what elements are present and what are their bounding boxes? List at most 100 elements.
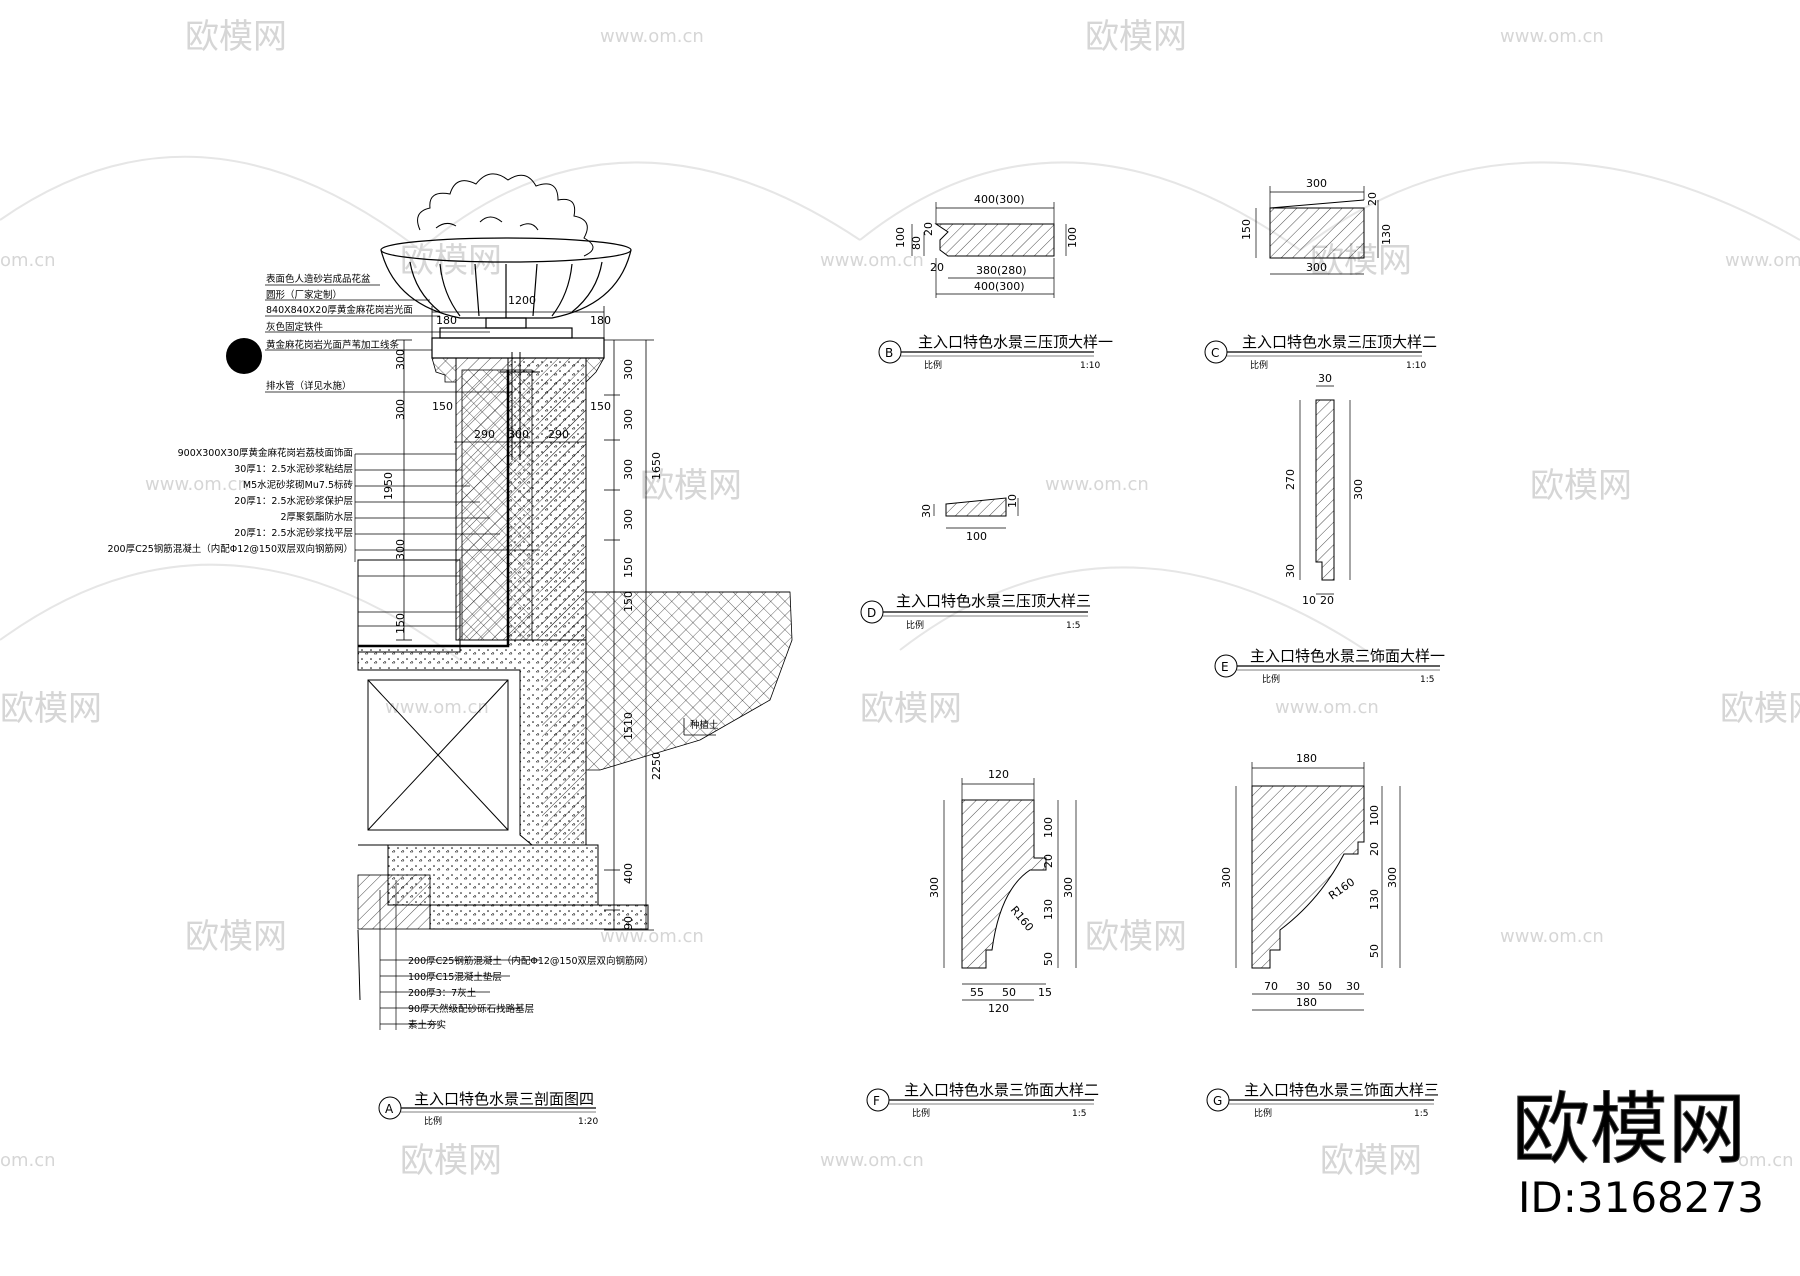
pier-cap	[431, 337, 605, 359]
svg-text:50: 50	[1318, 980, 1332, 993]
footing-base	[429, 904, 649, 930]
svg-text:排水管（详见水施）: 排水管（详见水施）	[266, 380, 352, 392]
svg-text:50: 50	[1042, 952, 1055, 966]
id-label: ID:3168273	[1518, 1173, 1764, 1222]
svg-text:30: 30	[1296, 980, 1310, 993]
detail-d: 100 30 10	[920, 494, 1019, 543]
svg-text:100厚C15混凝土垫层: 100厚C15混凝土垫层	[408, 971, 502, 983]
svg-text:300: 300	[394, 539, 407, 560]
svg-text:270: 270	[1284, 469, 1297, 490]
svg-text:180: 180	[1296, 752, 1317, 765]
leaders-base	[379, 880, 540, 1030]
svg-text:30: 30	[1346, 980, 1360, 993]
svg-text:100: 100	[1368, 805, 1381, 826]
svg-text:20: 20	[922, 222, 935, 236]
leaders-wall	[354, 453, 540, 562]
watermark-brand: 欧模网	[400, 1141, 502, 1181]
dimension-text-a: 1200 180 180 290 300 290 150 150 300 300…	[382, 294, 663, 930]
svg-text:130: 130	[1042, 899, 1055, 920]
svg-text:180: 180	[1296, 996, 1317, 1009]
svg-text:30: 30	[920, 504, 933, 518]
svg-text:300: 300	[622, 509, 635, 530]
watermark-url: om.cn	[1738, 1150, 1794, 1171]
watermark-url: www.om.cn	[820, 250, 924, 271]
svg-text:主入口特色水景三压顶大样三: 主入口特色水景三压顶大样三	[896, 592, 1091, 610]
svg-text:比例: 比例	[906, 619, 924, 631]
watermark-url: www.om.cn	[600, 26, 704, 47]
svg-text:100: 100	[1042, 817, 1055, 838]
svg-text:50: 50	[1002, 986, 1016, 999]
svg-text:20: 20	[1042, 854, 1055, 868]
watermark-url: om.cn	[0, 250, 56, 271]
svg-text:130: 130	[1380, 224, 1393, 245]
soil-hatch	[585, 591, 793, 771]
svg-text:B: B	[885, 346, 893, 360]
svg-text:150: 150	[622, 557, 635, 578]
svg-text:主入口特色水景三剖面图四: 主入口特色水景三剖面图四	[414, 1090, 594, 1108]
planter-bowl	[380, 237, 632, 339]
svg-text:1:5: 1:5	[1066, 621, 1080, 631]
detail-b: 400(300) 380(280) 400(300) 100 80 20 20 …	[894, 193, 1079, 298]
watermark-brand: 欧模网	[0, 689, 102, 729]
svg-text:黄金麻花岗岩光面芦苇加工线条: 黄金麻花岗岩光面芦苇加工线条	[266, 339, 400, 351]
svg-text:表面色人造砂岩成品花盆: 表面色人造砂岩成品花盆	[266, 273, 371, 285]
svg-text:100: 100	[1066, 227, 1079, 248]
watermark-url: www.om.cn	[1500, 926, 1604, 947]
title-f: F 主入口特色水景三饰面大样二 比例 1:5	[866, 1081, 1099, 1119]
base-left	[357, 874, 431, 930]
svg-text:180: 180	[436, 314, 457, 327]
detail-c: 300 300 150 20 130	[1240, 177, 1393, 275]
watermark-brand: 欧模网	[185, 917, 287, 957]
svg-text:380(280): 380(280)	[976, 264, 1027, 277]
svg-text:100: 100	[966, 530, 987, 543]
svg-text:圆形（厂家定制）: 圆形（厂家定制）	[266, 289, 342, 301]
svg-text:300: 300	[1306, 261, 1327, 274]
svg-text:300: 300	[622, 359, 635, 380]
svg-text:M5水泥砂浆砌Mu7.5标砖: M5水泥砂浆砌Mu7.5标砖	[243, 479, 354, 491]
svg-text:素土夯实: 素土夯实	[408, 1019, 446, 1031]
brand-logo-text: 欧模网	[1512, 1085, 1746, 1175]
svg-text:1:10: 1:10	[1406, 361, 1426, 371]
svg-text:灰色固定铁件: 灰色固定铁件	[266, 321, 324, 333]
svg-text:比例: 比例	[1262, 673, 1280, 685]
svg-text:300: 300	[622, 459, 635, 480]
svg-text:300: 300	[1306, 177, 1327, 190]
title-d: D 主入口特色水景三压顶大样三 比例 1:5	[860, 592, 1091, 631]
svg-text:20: 20	[1320, 594, 1334, 607]
svg-text:70: 70	[1264, 980, 1278, 993]
svg-text:200厚3：7灰土: 200厚3：7灰土	[408, 987, 477, 999]
svg-text:200厚C25钢筋混凝土（内配Φ12@150双层双向钢筋网）: 200厚C25钢筋混凝土（内配Φ12@150双层双向钢筋网）	[408, 955, 654, 967]
svg-text:120: 120	[988, 1002, 1009, 1015]
moulding-left	[431, 357, 457, 383]
svg-text:主入口特色水景三饰面大样一: 主入口特色水景三饰面大样一	[1250, 647, 1445, 665]
svg-text:1:10: 1:10	[1080, 361, 1100, 371]
svg-text:主入口特色水景三饰面大样三: 主入口特色水景三饰面大样三	[1244, 1081, 1439, 1099]
watermark-brand: 欧模网	[1085, 17, 1187, 57]
svg-text:300: 300	[1062, 877, 1075, 898]
svg-text:180: 180	[590, 314, 611, 327]
watermark-brand: 欧模网	[1530, 466, 1632, 506]
watermark-url: www.om.cn	[820, 1150, 924, 1171]
svg-text:10: 10	[1006, 494, 1019, 508]
svg-text:400(300): 400(300)	[974, 280, 1025, 293]
svg-text:1:5: 1:5	[1420, 675, 1434, 685]
svg-text:15: 15	[1038, 986, 1052, 999]
svg-text:300: 300	[1220, 867, 1233, 888]
watermark-brand: 欧模网	[860, 689, 962, 729]
watermark-brand: 欧模网	[185, 17, 287, 57]
watermark-url: www.om.cn	[145, 474, 249, 495]
svg-text:1:20: 1:20	[578, 1117, 598, 1127]
svg-text:主入口特色水景三压顶大样一: 主入口特色水景三压顶大样一	[918, 333, 1113, 351]
svg-text:300: 300	[622, 409, 635, 430]
svg-text:30厚1：2.5水泥砂浆粘结层: 30厚1：2.5水泥砂浆粘结层	[234, 463, 353, 475]
detail-f: 120 300 100 20 130 50 300 R160 55 50 15 …	[928, 768, 1077, 1015]
svg-text:900X300X30厚黄金麻花岗岩荔枝面饰面: 900X300X30厚黄金麻花岗岩荔枝面饰面	[178, 447, 353, 459]
marker-dot	[226, 338, 262, 374]
watermark-brand: 欧模网	[640, 466, 742, 506]
title-b: B 主入口特色水景三压顶大样一 比例 1:10	[878, 333, 1113, 371]
svg-text:比例: 比例	[424, 1115, 442, 1127]
svg-text:A: A	[385, 1102, 394, 1116]
svg-text:150: 150	[622, 591, 635, 612]
brand-logo: 欧模网 ID:3168273	[1512, 1085, 1764, 1223]
watermark-url: om.cn	[0, 1150, 56, 1171]
